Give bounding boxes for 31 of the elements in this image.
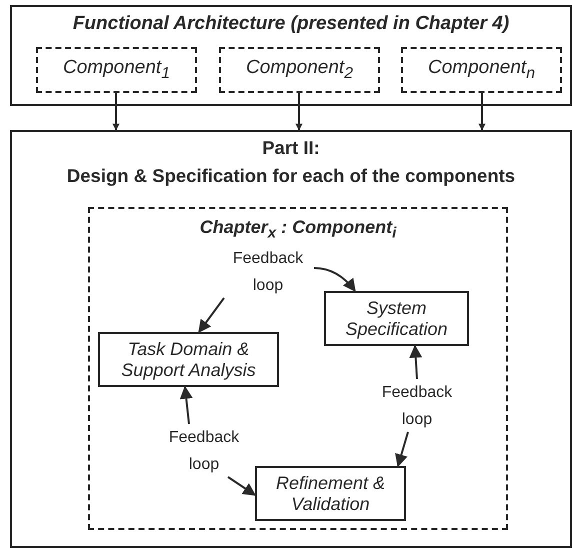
box-label: System Specification: [344, 298, 449, 340]
arrow: [198, 297, 225, 334]
chapter-panel: [88, 207, 508, 530]
part-panel: [10, 130, 572, 548]
arrow: [314, 267, 356, 292]
arrow: [296, 93, 302, 131]
box-label: Task Domain & Support Analysis: [120, 338, 257, 380]
box-label: Component$_{n}$: [428, 57, 536, 83]
arrow: [227, 476, 256, 496]
process-box: [324, 291, 469, 346]
panel-heading: Chapter$_{x}$ : Component$_{i}$: [198, 217, 398, 242]
arrow: [395, 432, 409, 468]
feedback-label: Feedback loop: [380, 382, 454, 430]
component-box: [36, 47, 197, 93]
process-box: [98, 332, 279, 387]
arrow: [409, 344, 422, 380]
component-box: [219, 47, 380, 93]
arrow: [478, 93, 486, 131]
feedback-label: Feedback loop: [232, 248, 304, 296]
panel-heading: Design & Specification for each of the components: [66, 165, 516, 187]
box-label: Component$_{2}$: [246, 57, 354, 83]
component-box: [401, 47, 562, 93]
feedback-label: Feedback loop: [168, 428, 240, 474]
architecture-panel: [10, 5, 572, 106]
process-box: [255, 466, 406, 521]
box-label: Component$_{1}$: [62, 57, 170, 83]
panel-heading: Functional Architecture (presented in Chapter 4): [72, 13, 510, 35]
arrow: [180, 386, 193, 424]
box-label: Refinement & Validation: [274, 472, 386, 514]
arrow: [112, 93, 120, 131]
panel-heading: Part II:: [261, 137, 321, 159]
